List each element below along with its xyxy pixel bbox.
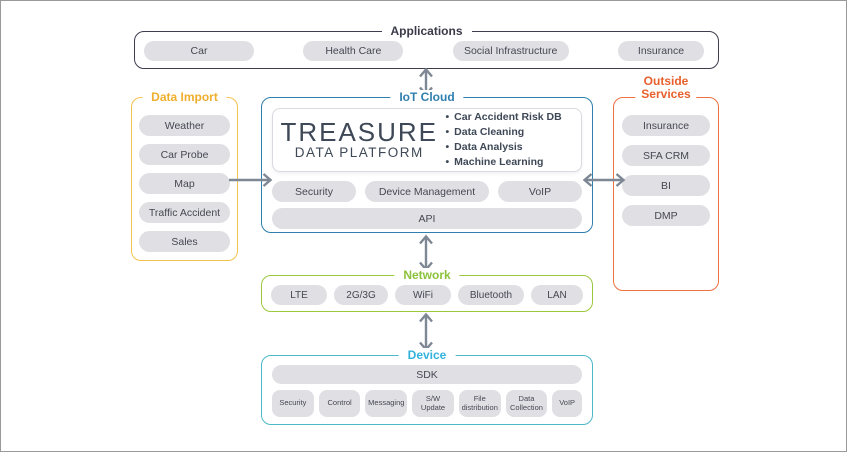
network-item-wifi: WiFi (395, 285, 451, 305)
network-items: LTE 2G/3G WiFi Bluetooth LAN (262, 276, 592, 305)
feature-data-analysis: Data Analysis (445, 140, 575, 155)
device-item-voip: VoIP (552, 390, 582, 417)
arrow-network-device (418, 312, 434, 352)
data-import-item-map: Map (139, 173, 230, 194)
data-import-item-sales: Sales (139, 231, 230, 252)
cloud-service-security: Security (272, 181, 356, 202)
device-item-data-collection: Data Collection (505, 390, 548, 417)
device-items: Security Control Messaging S/W Update Fi… (272, 390, 582, 417)
cloud-service-voip: VoIP (498, 181, 582, 202)
api-row: API (272, 208, 582, 229)
device-item-security: Security (272, 390, 314, 417)
data-import-items: Weather Car Probe Map Traffic Accident S… (132, 98, 237, 252)
network-item-lte: LTE (271, 285, 327, 305)
data-import-item-car-probe: Car Probe (139, 144, 230, 165)
arrow-dataimport-iotcloud (227, 172, 273, 188)
device-item-control: Control (318, 390, 361, 417)
network-item-bluetooth: Bluetooth (458, 285, 524, 305)
network-title: Network (394, 268, 460, 283)
applications-title: Applications (381, 24, 472, 39)
device-item-file-distribution: File distribution (458, 390, 501, 417)
feature-car-accident-risk-db: Car Accident Risk DB (445, 110, 575, 125)
applications-item-social-infrastructure: Social Infrastructure (452, 41, 569, 61)
outside-item-bi: BI (622, 175, 710, 196)
feature-machine-learning: Machine Learning (445, 155, 575, 170)
iot-cloud-title: IoT Cloud (390, 90, 464, 105)
arrow-iotcloud-network (418, 234, 434, 272)
outside-services-items: Insurance SFA CRM BI DMP (614, 98, 718, 226)
applications-item-insurance: Insurance (617, 41, 704, 61)
network-item-2g3g: 2G/3G (334, 285, 388, 305)
applications-item-car: Car (144, 41, 254, 61)
iot-cloud-services: Security Device Management VoIP (272, 181, 582, 202)
outside-services-box: Outside Services Insurance SFA CRM BI DM… (613, 75, 719, 291)
data-import-item-traffic-accident: Traffic Accident (139, 202, 230, 223)
device-title: Device (398, 348, 456, 363)
outside-item-dmp: DMP (622, 205, 710, 226)
outside-item-sfa-crm: SFA CRM (622, 145, 710, 166)
device-item-sw-update: S/W Update (412, 390, 454, 417)
applications-item-health-care: Health Care (303, 41, 404, 61)
iot-cloud-box: IoT Cloud TREASURE DATA PLATFORM Car Acc… (261, 90, 593, 233)
outside-item-insurance: Insurance (622, 115, 710, 136)
sdk-row: SDK (272, 365, 582, 384)
treasure-data-platform-panel: TREASURE DATA PLATFORM Car Accident Risk… (272, 108, 582, 172)
outside-services-title: Outside Services (635, 74, 697, 101)
platform-feature-list: Car Accident Risk DB Data Cleaning Data … (445, 110, 581, 170)
network-box: Network LTE 2G/3G WiFi Bluetooth LAN (261, 268, 593, 312)
cloud-service-device-management: Device Management (365, 181, 489, 202)
data-import-box: Data Import Weather Car Probe Map Traffi… (131, 90, 238, 261)
platform-name-sub: DATA PLATFORM (294, 145, 424, 160)
platform-name: TREASURE DATA PLATFORM (273, 119, 445, 161)
device-item-messaging: Messaging (365, 390, 408, 417)
data-import-item-weather: Weather (139, 115, 230, 136)
sdk-pill: SDK (272, 365, 582, 384)
outside-services-title-line1: Outside (643, 74, 689, 88)
platform-name-main: TREASURE (280, 117, 439, 147)
feature-data-cleaning: Data Cleaning (445, 125, 575, 140)
data-import-title: Data Import (142, 90, 227, 105)
api-pill: API (272, 208, 582, 229)
applications-box: Applications Car Health Care Social Infr… (134, 24, 719, 69)
arrow-iotcloud-outsideservices (582, 172, 626, 188)
device-box: Device SDK Security Control Messaging S/… (261, 348, 593, 425)
applications-items: Car Health Care Social Infrastructure In… (135, 32, 718, 61)
network-item-lan: LAN (531, 285, 583, 305)
outside-services-title-line2: Services (641, 87, 691, 101)
